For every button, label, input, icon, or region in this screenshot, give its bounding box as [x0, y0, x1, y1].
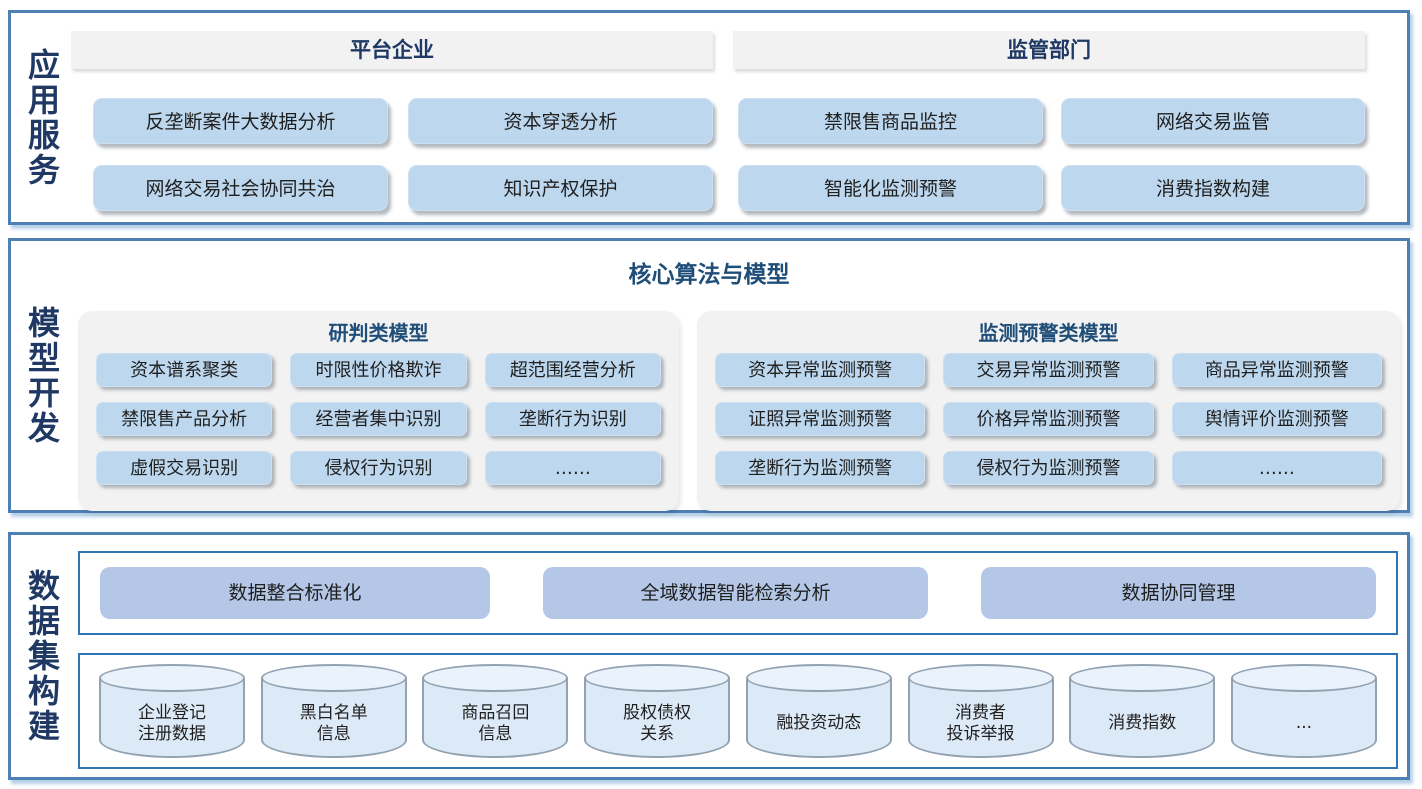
cylinder-top-icon: [907, 664, 1054, 692]
dataset-label: 消费者 投诉举报: [946, 702, 1015, 744]
layer-label-dataset-construction: 数据集构建: [23, 568, 61, 744]
model-button: 垄断行为识别: [484, 402, 661, 436]
monitoring-models-grid: 资本异常监测预警 交易异常监测预警 商品异常监测预警 证照异常监测预警 价格异常…: [697, 349, 1400, 485]
model-button-ellipsis: ……: [484, 451, 661, 485]
model-button: 超范围经营分析: [484, 353, 661, 387]
dataset-cylinder: 股权债权 关系: [584, 664, 731, 758]
cylinder-top-icon: [1069, 664, 1216, 692]
core-algorithms-title: 核心算法与模型: [628, 262, 790, 288]
model-button: 经营者集中识别: [290, 402, 467, 436]
app-service-button: 消费指数构建: [1061, 165, 1365, 211]
model-button: 证照异常监测预警: [715, 402, 926, 436]
dataset-cylinder: 消费指数: [1069, 664, 1216, 758]
app-service-button: 资本穿透分析: [408, 98, 713, 144]
model-button: 垄断行为监测预警: [715, 451, 926, 485]
cylinder-top-icon: [422, 664, 569, 692]
panel-title-analysis-models: 研判类模型: [328, 321, 429, 345]
dataset-cylinder: 商品召回 信息: [422, 664, 569, 758]
model-button: 商品异常监测预警: [1171, 353, 1382, 387]
data-capabilities-box: 数据整合标准化 全域数据智能检索分析 数据协同管理: [78, 551, 1398, 635]
model-button: 虚假交易识别: [96, 451, 273, 485]
dataset-cylinder: 融投资动态: [745, 664, 892, 758]
panel-title-monitoring-warning-models: 监测预警类模型: [978, 321, 1119, 345]
model-button: 舆情评价监测预警: [1171, 402, 1382, 436]
dataset-label: 股权债权 关系: [623, 702, 692, 744]
cylinder-top-icon: [584, 664, 731, 692]
dataset-cylinder: 消费者 投诉举报: [907, 664, 1054, 758]
dataset-cylinder: 黑白名单 信息: [260, 664, 407, 758]
app-service-button: 知识产权保护: [408, 165, 713, 211]
app-service-button: 禁限售商品监控: [738, 98, 1043, 144]
cylinder-top-icon: [745, 664, 892, 692]
model-button: 时限性价格欺诈: [290, 353, 467, 387]
model-button: 侵权行为监测预警: [943, 451, 1154, 485]
app-service-button: 智能化监测预警: [738, 165, 1043, 211]
dataset-label: 黑白名单 信息: [299, 702, 368, 744]
model-button: 禁限售产品分析: [96, 402, 273, 436]
dataset-cylinder-ellipsis: ...: [1230, 664, 1377, 758]
group-header-regulatory-department: 监管部门: [733, 31, 1365, 69]
layer-application-services: 应用服务 平台企业 监管部门 反垄断案件大数据分析 资本穿透分析 网络交易社会协…: [8, 10, 1410, 225]
capability-pill: 数据整合标准化: [100, 567, 490, 619]
model-button-ellipsis: ……: [1171, 451, 1382, 485]
cylinder-top-icon: [260, 664, 407, 692]
app-service-button: 网络交易社会协同共治: [93, 165, 388, 211]
capability-pill: 数据协同管理: [981, 567, 1376, 619]
dataset-label: 企业登记 注册数据: [138, 702, 206, 744]
dataset-label: 消费指数: [1108, 713, 1177, 734]
model-button: 资本异常监测预警: [715, 353, 926, 387]
analysis-models-grid: 资本谱系聚类 时限性价格欺诈 超范围经营分析 禁限售产品分析 经营者集中识别 垄…: [78, 349, 679, 485]
cylinder-top-icon: [99, 664, 245, 692]
layer-dataset-construction: 数据集构建 数据整合标准化 全域数据智能检索分析 数据协同管理 企业登记 注册数…: [8, 532, 1410, 780]
group-header-platform-enterprise: 平台企业: [71, 31, 713, 69]
layer-model-development: 模型开发 核心算法与模型 研判类模型 资本谱系聚类 时限性价格欺诈 超范围经营分…: [8, 238, 1410, 513]
dataset-label: 融投资动态: [776, 713, 862, 734]
cylinder-top-icon: [1230, 664, 1377, 692]
dataset-label: ...: [1295, 713, 1313, 734]
model-button: 交易异常监测预警: [943, 353, 1154, 387]
app-service-button: 反垄断案件大数据分析: [93, 98, 388, 144]
panel-monitoring-warning-models: 监测预警类模型 资本异常监测预警 交易异常监测预警 商品异常监测预警 证照异常监…: [697, 311, 1400, 511]
layer-label-model-development: 模型开发: [23, 305, 61, 446]
dataset-label: 商品召回 信息: [461, 702, 530, 744]
model-button: 侵权行为识别: [290, 451, 467, 485]
capability-pill: 全域数据智能检索分析: [543, 567, 928, 619]
dataset-cylinder: 企业登记 注册数据: [99, 664, 245, 758]
app-service-button: 网络交易监管: [1061, 98, 1365, 144]
model-button: 价格异常监测预警: [943, 402, 1154, 436]
panel-analysis-models: 研判类模型 资本谱系聚类 时限性价格欺诈 超范围经营分析 禁限售产品分析 经营者…: [78, 311, 679, 511]
model-button: 资本谱系聚类: [96, 353, 273, 387]
data-sources-box: 企业登记 注册数据 黑白名单 信息 商品召回 信息 股权债权 关系 融投资动态: [78, 653, 1398, 769]
layer-label-application-services: 应用服务: [23, 47, 61, 188]
